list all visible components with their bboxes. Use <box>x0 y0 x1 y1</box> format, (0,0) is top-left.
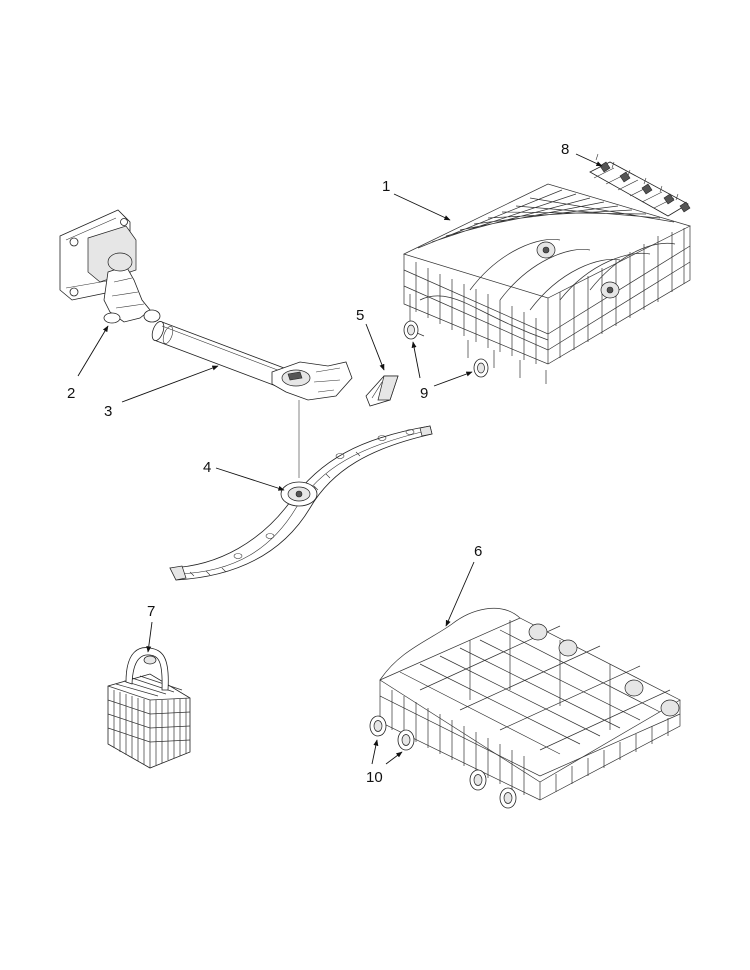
small-bracket-icon <box>365 375 399 407</box>
callout-labels: 1 2 3 4 5 6 7 8 9 10 <box>67 141 569 786</box>
upper-rack-wheel-icon <box>403 320 489 378</box>
callout-5: 5 <box>356 307 364 324</box>
leader-7 <box>146 621 153 653</box>
leader-10a <box>371 739 379 765</box>
callout-1: 1 <box>382 178 390 195</box>
water-inlet-manifold-icon <box>59 209 161 324</box>
leader-10b <box>385 751 403 765</box>
spray-tube-icon <box>151 321 353 401</box>
callout-3: 3 <box>104 403 112 420</box>
lower-dishrack-icon <box>379 607 681 801</box>
leader-6 <box>445 561 475 627</box>
leader-1 <box>393 193 451 221</box>
callout-6: 6 <box>474 543 482 560</box>
callout-8: 8 <box>561 141 569 158</box>
lower-rack-wheel-icon <box>369 715 517 809</box>
lower-spray-arm-icon <box>169 425 433 581</box>
leader-4 <box>215 467 285 491</box>
callout-4: 4 <box>203 459 211 476</box>
tine-row-icon <box>589 153 691 217</box>
leader-9b <box>433 371 473 387</box>
leader-3 <box>121 365 219 403</box>
upper-dishrack-icon <box>403 183 691 384</box>
leader-2 <box>77 325 109 377</box>
silverware-basket-icon <box>107 647 191 769</box>
callout-2: 2 <box>67 385 75 402</box>
leader-9a <box>411 341 421 379</box>
callout-9: 9 <box>420 385 428 402</box>
leader-8 <box>575 153 603 167</box>
leader-lines <box>77 153 603 765</box>
callout-10: 10 <box>366 769 383 786</box>
leader-5 <box>365 323 385 371</box>
callout-7: 7 <box>147 603 155 620</box>
